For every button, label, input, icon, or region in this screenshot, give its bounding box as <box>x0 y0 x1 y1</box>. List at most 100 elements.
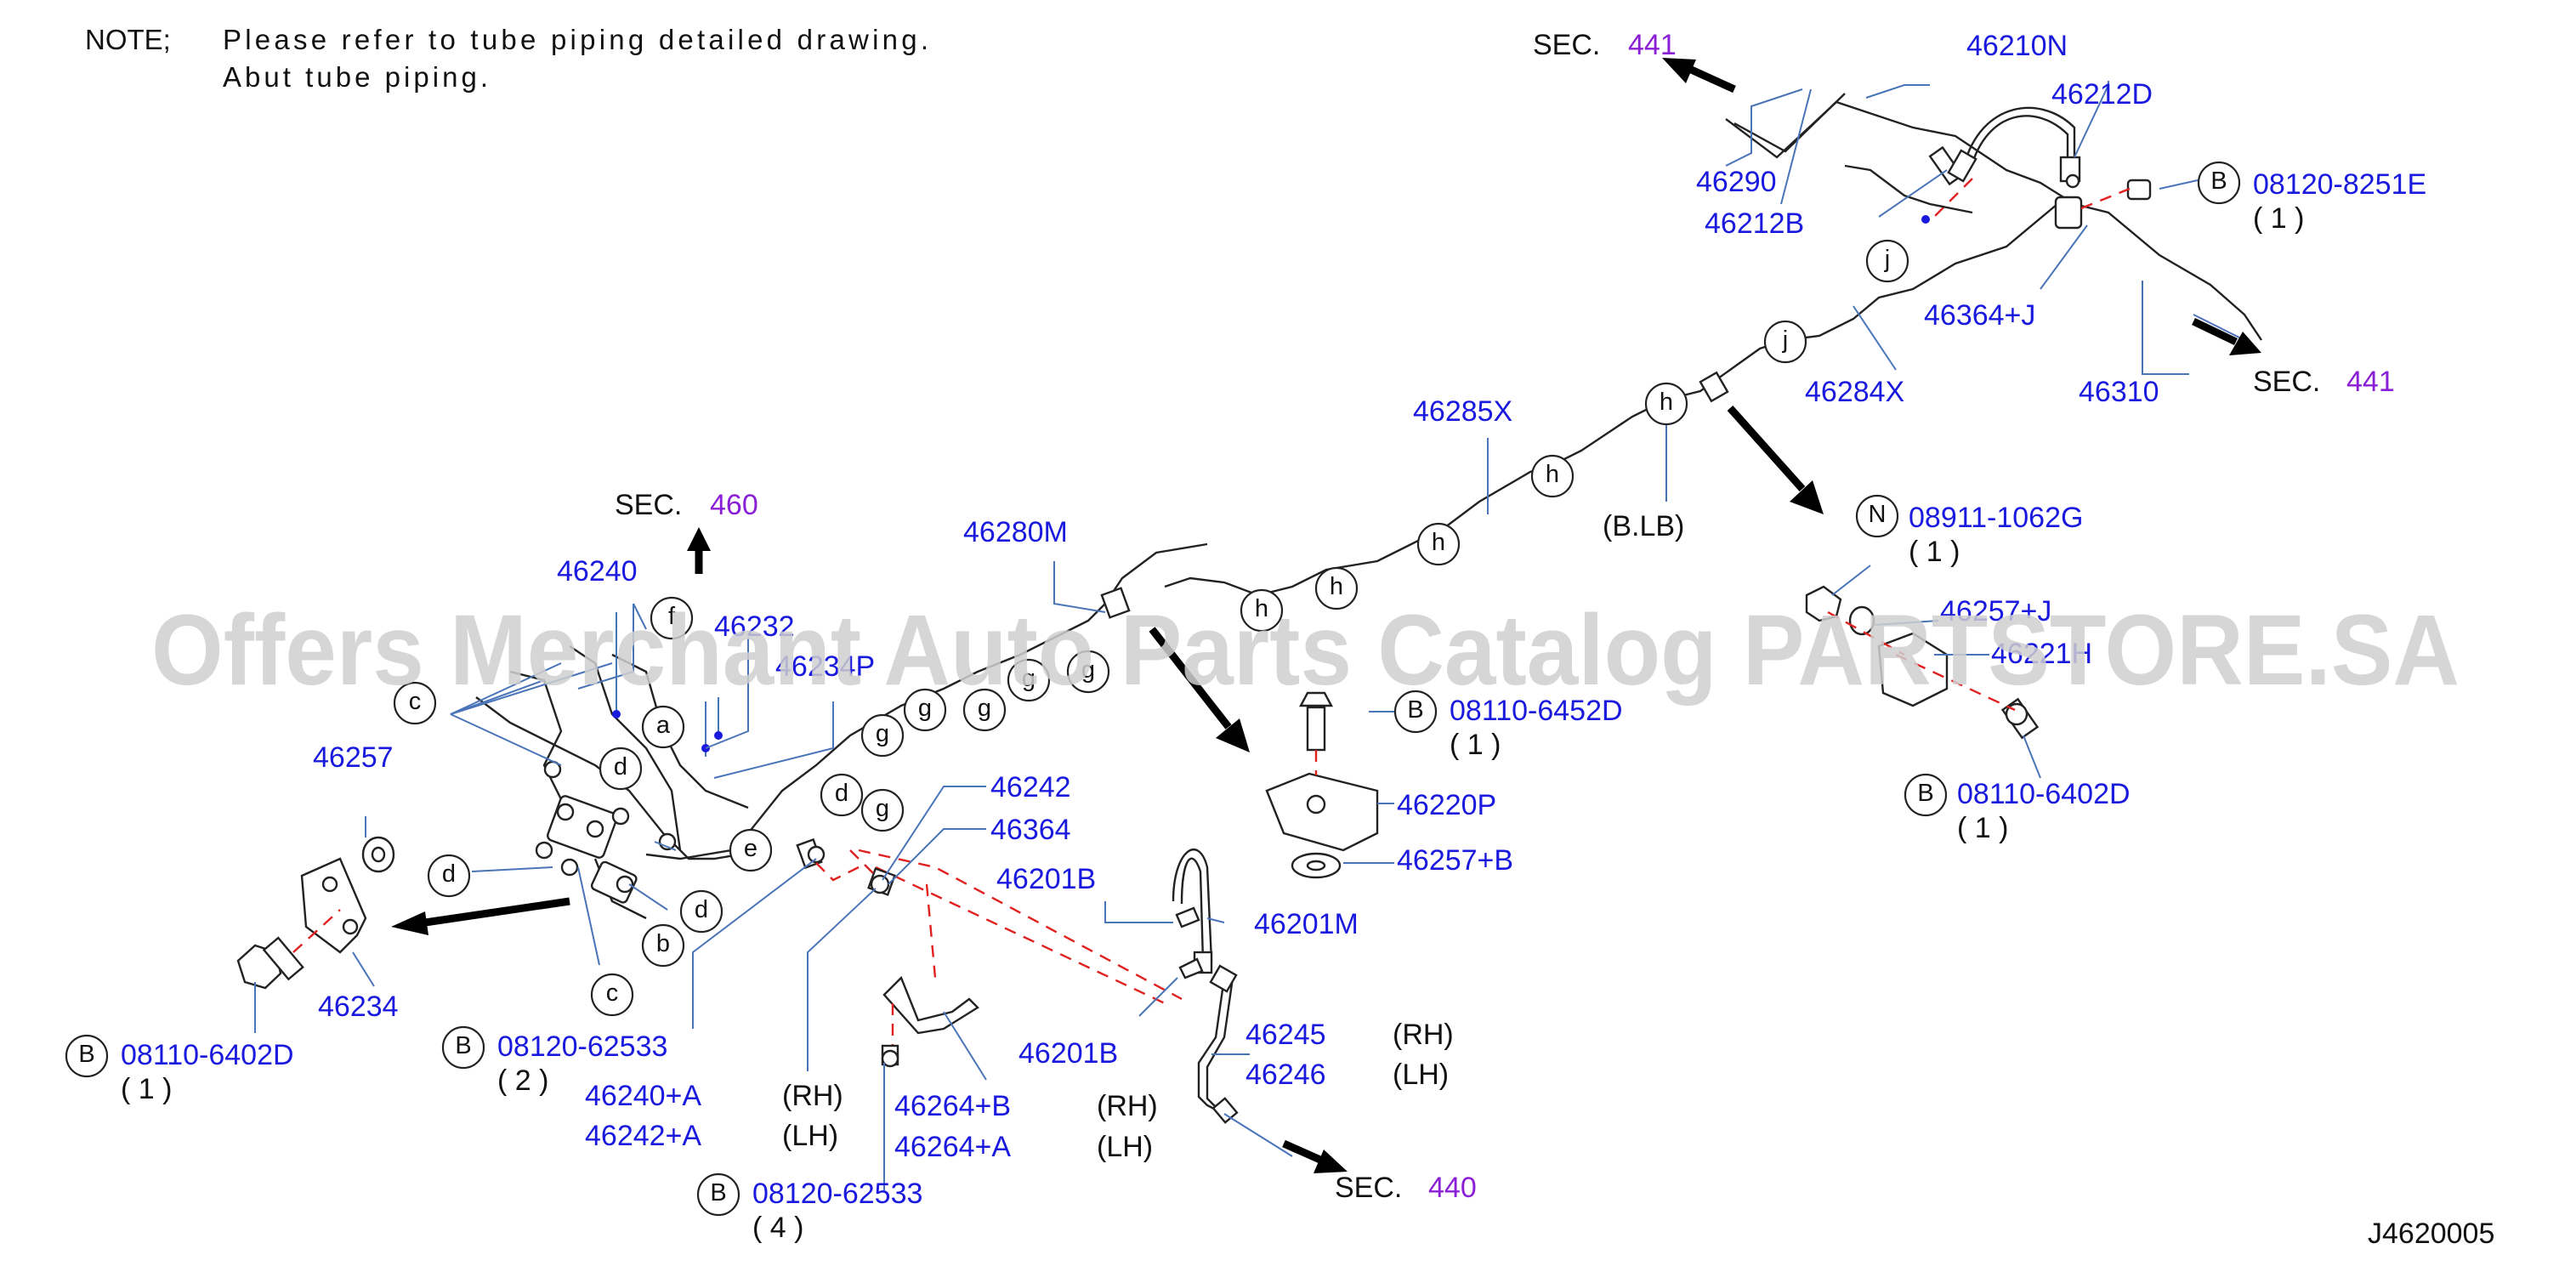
marker-b: B <box>1407 696 1423 724</box>
part-labels: 46210N 46212D 46290 46212B 08120-8251E (… <box>121 30 2426 1244</box>
callout-g: g <box>1022 665 1036 692</box>
side-note: (RH) <box>1097 1090 1158 1122</box>
quantity: ( 1 ) <box>1909 536 1960 568</box>
callout-h: h <box>1660 389 1673 416</box>
section-label: SEC. <box>1335 1172 1402 1204</box>
part-number: 46257+B <box>1397 844 1513 877</box>
bracket-46264 <box>796 837 979 1068</box>
quantity: ( 1 ) <box>1450 729 1501 761</box>
part-number: 46310 <box>2079 376 2159 408</box>
part-number: 46257+J <box>1940 595 2051 627</box>
part-number: 46201B <box>1018 1037 1118 1070</box>
callout-c: c <box>409 688 422 715</box>
part-number: 46285X <box>1413 395 1512 428</box>
flex-hose-46201M <box>858 849 1239 1124</box>
callout-g: g <box>876 720 889 747</box>
quantity: ( 4 ) <box>752 1212 803 1244</box>
callout-c: c <box>606 979 619 1007</box>
fastener-markers: B N B B B B B <box>65 161 2241 1217</box>
part-number: 46201B <box>996 863 1096 895</box>
part-number: 08110-6402D <box>1957 778 2131 810</box>
side-note: (LH) <box>1097 1131 1153 1163</box>
part-number: 46264+A <box>894 1131 1011 1163</box>
part-number: 46246 <box>1245 1059 1326 1091</box>
section-number: 441 <box>1628 29 1677 61</box>
callout-j: j <box>1884 246 1890 273</box>
part-number: 46232 <box>714 610 795 643</box>
part-number: 46242 <box>990 771 1071 803</box>
watermark: Offers Merchant Auto Parts Catalog PARTS… <box>151 594 2460 707</box>
side-note: (RH) <box>782 1080 843 1112</box>
flex-hose-46210N <box>1844 106 2152 230</box>
quantity: ( 2 ) <box>497 1064 548 1097</box>
callout-d: d <box>835 780 848 807</box>
block-46220P <box>1265 691 1379 879</box>
block-46234 <box>236 836 395 990</box>
callout-j: j <box>1782 326 1788 354</box>
note-line-1: Please refer to tube piping detailed dra… <box>223 24 928 55</box>
part-number: 08120-8251E <box>2253 168 2426 201</box>
note-label: NOTE; <box>85 24 171 55</box>
section-labels: SEC. 441 SEC. 441 SEC. 460 SEC. 440 <box>615 29 2395 1204</box>
callout-h: h <box>1255 595 1268 622</box>
part-number: 46221H <box>1991 638 2092 670</box>
part-number: 46245 <box>1245 1019 1326 1051</box>
callout-a: a <box>656 712 671 739</box>
section-label: SEC. <box>1533 29 1600 61</box>
quantity: ( 1 ) <box>1957 812 2008 844</box>
part-number: 46290 <box>1696 166 1777 198</box>
section-number: 441 <box>2346 366 2395 398</box>
callout-circles: j j h h h h h g g g g g g d e a f d c <box>393 239 1909 1017</box>
side-note: (LH) <box>782 1120 838 1152</box>
part-number: 46364 <box>990 814 1071 846</box>
callout-d: d <box>614 753 627 781</box>
callout-g: g <box>978 695 991 722</box>
part-number: 46234 <box>318 991 399 1023</box>
note-line-2: Abut tube piping. <box>223 61 488 93</box>
marker-b: B <box>2210 167 2227 195</box>
part-number: 46234P <box>775 650 875 683</box>
part-number: 46201M <box>1254 908 1359 940</box>
part-number: 46364+J <box>1924 299 2035 332</box>
callout-d: d <box>442 860 456 888</box>
quantity: ( 1 ) <box>2253 202 2304 235</box>
marker-b: B <box>1917 780 1933 807</box>
section-number: 460 <box>710 489 758 521</box>
marker-b: B <box>78 1041 94 1068</box>
part-number: 08120-62533 <box>497 1030 667 1063</box>
marker-n: N <box>1869 501 1887 528</box>
part-number: 08110-6452D <box>1450 695 1623 727</box>
quantity: ( 1 ) <box>121 1073 172 1105</box>
section-number: 440 <box>1428 1172 1477 1204</box>
callout-e: e <box>744 835 757 862</box>
direction-arrows <box>391 58 2261 1173</box>
callout-g: g <box>918 695 932 722</box>
callout-h: h <box>1546 461 1559 488</box>
side-note: (LH) <box>1393 1059 1449 1091</box>
callout-h: h <box>1330 573 1343 600</box>
part-number: 46257 <box>313 741 394 774</box>
part-number: 08911-1062G <box>1909 502 2083 534</box>
part-number: 46280M <box>963 516 1068 548</box>
part-number: 46212B <box>1705 207 1804 240</box>
section-label: SEC. <box>2253 366 2320 398</box>
callout-g: g <box>876 795 889 822</box>
callout-h: h <box>1432 529 1445 556</box>
callout-f: f <box>668 603 676 630</box>
part-number: 46284X <box>1805 376 1904 408</box>
callout-d: d <box>695 896 708 923</box>
diagram-code: J4620005 <box>2368 1218 2494 1250</box>
part-number: 08120-62533 <box>752 1178 922 1210</box>
side-note: (B.LB) <box>1603 510 1684 542</box>
marker-b: B <box>710 1179 726 1206</box>
part-number: 46240+A <box>585 1080 701 1112</box>
part-number: 08110-6402D <box>121 1039 294 1071</box>
part-number: 46264+B <box>894 1090 1011 1122</box>
main-brake-tube <box>475 93 2262 920</box>
part-number: 46220P <box>1397 789 1496 821</box>
section-label: SEC. <box>615 489 682 521</box>
marker-b: B <box>455 1032 471 1059</box>
part-number: 46240 <box>557 555 638 588</box>
